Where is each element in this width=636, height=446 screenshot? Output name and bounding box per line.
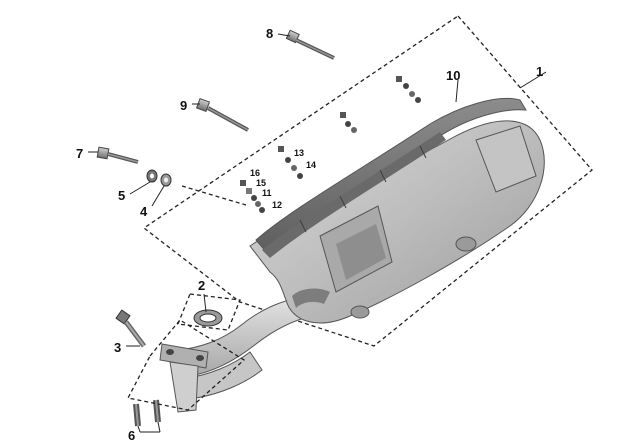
callout-4: 4: [140, 204, 148, 219]
nut-4: [160, 173, 172, 187]
stud-bolt-6-left: [133, 403, 141, 427]
gasket-2: [193, 309, 223, 327]
gasket-boundary: [177, 293, 241, 331]
heat-guard: [255, 97, 527, 258]
muffler-group-boundary: [142, 15, 593, 347]
callout-13: 13: [294, 148, 304, 158]
flange-boundary: [127, 319, 246, 411]
bolt-7: [96, 146, 139, 164]
callout-10: 10: [446, 68, 460, 83]
exhaust-pipe: [159, 297, 313, 413]
callout-3: 3: [114, 340, 121, 355]
muffler-body: [249, 120, 545, 324]
fastener-group-left: [240, 180, 265, 213]
fastener-group-top: [396, 76, 421, 103]
mount-dashed-line: [181, 185, 247, 206]
callout-9: 9: [180, 98, 187, 113]
callout-2: 2: [198, 278, 205, 293]
callout-16: 16: [250, 168, 260, 178]
bolt-8: [285, 29, 335, 60]
callout-11: 11: [262, 188, 272, 198]
bolt-9: [195, 97, 249, 132]
callout-5: 5: [118, 188, 125, 203]
washer-5: [146, 169, 158, 183]
callout-12: 12: [272, 200, 282, 210]
stud-bolt-6-right: [153, 399, 161, 423]
fastener-group-mid: [340, 112, 357, 133]
leader-lines: [88, 33, 547, 433]
callout-14: 14: [306, 160, 316, 170]
callout-15: 15: [256, 178, 266, 188]
oxygen-sensor-3: [115, 309, 146, 348]
callout-6: 6: [128, 428, 135, 443]
callout-8: 8: [266, 26, 273, 41]
callout-7: 7: [76, 146, 83, 161]
fastener-group-right: [278, 146, 303, 179]
callout-1: 1: [536, 64, 543, 79]
